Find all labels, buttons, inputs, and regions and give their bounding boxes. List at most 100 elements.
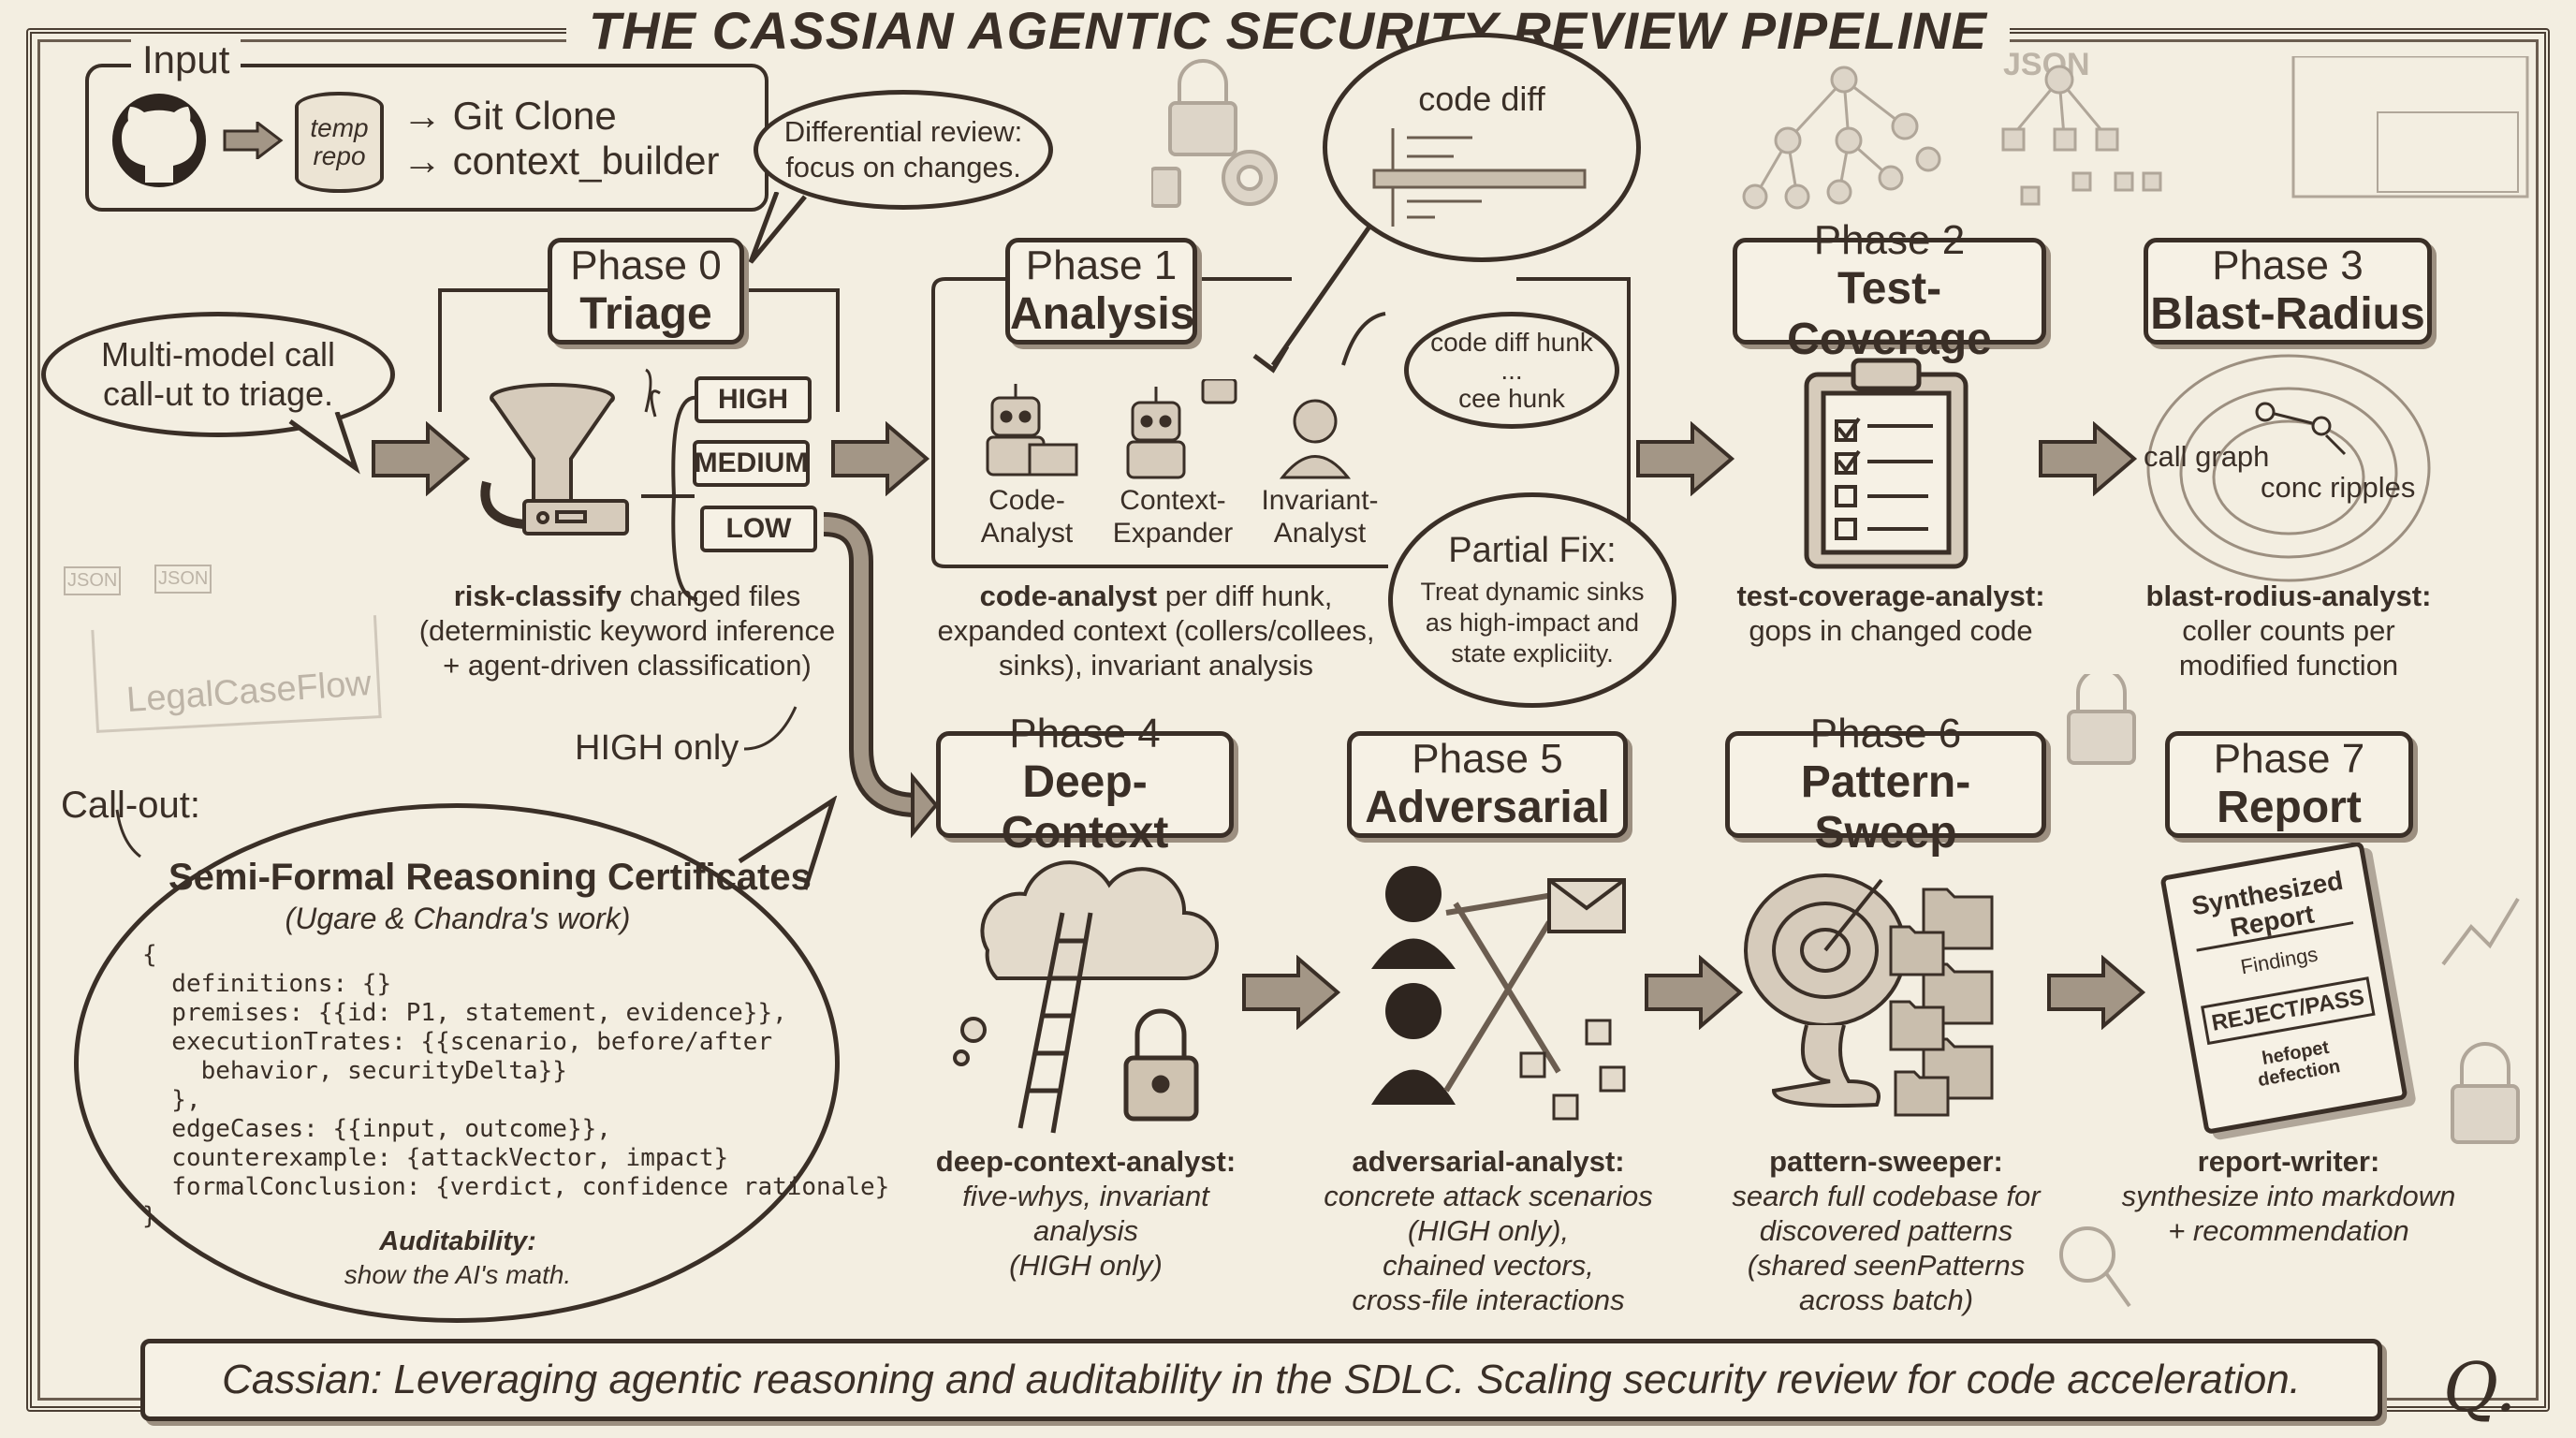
phase-5-caption: adversarial-analyst:concrete attack scen… [1292, 1144, 1685, 1317]
phase-number: Phase 0 [570, 242, 722, 288]
flow-arrow-icon [2047, 955, 2146, 1030]
agent-name: code-analyst [979, 580, 1158, 612]
decor-lock-gear-icon [1151, 59, 1278, 208]
phase-1-caption: code-analyst per diff hunk,expanded cont… [922, 579, 1390, 682]
phase-number: Phase 1 [1025, 242, 1178, 288]
bubble-tail [749, 192, 807, 264]
caption-text: per diff hunk, [1157, 580, 1333, 612]
phase-name: Deep-Context [1001, 757, 1169, 858]
caption-line: concrete attack scenarios [1324, 1180, 1653, 1212]
caption-line: adversarial-analyst: [1292, 1144, 1685, 1179]
input-label: Input [131, 37, 242, 82]
caption-line: + recommendation [2168, 1214, 2409, 1247]
flow-arrow-icon [1636, 421, 1735, 496]
phase-name: Pattern-Sweep [1800, 757, 1971, 858]
phase-number: Phase 7 [2213, 736, 2365, 782]
flow-arrow-icon [831, 421, 930, 496]
cloud-ladder-lock-icon [953, 860, 1219, 1134]
flow-arrow-icon [1645, 955, 1744, 1030]
agent-name: test-coverage-analyst: [1736, 580, 2045, 612]
footer-banner: Cassian: Leveraging agentic reasoning an… [140, 1339, 2382, 1421]
bubble-tail [288, 412, 360, 475]
triage-level-medium: MEDIUM [693, 440, 810, 487]
caption-line: expanded context (collers/collees, [937, 614, 1375, 647]
phase-7-caption: report-writer:synthesize into markdown+ … [2078, 1144, 2499, 1248]
code-line: } [142, 1202, 157, 1230]
phase-number: Phase 3 [2212, 242, 2364, 288]
caption-line: pattern-sweeper: [1694, 1144, 2078, 1179]
step-git-clone: → Git Clone [402, 94, 617, 138]
agent-label-line: Analyst [980, 518, 1074, 549]
partial-fix-bubble: Partial Fix: Treat dynamic sinks as high… [1388, 492, 1676, 708]
flow-arrow-icon [372, 421, 471, 496]
caption-line: + agent-driven classification) [443, 649, 812, 682]
agent-icons [986, 379, 1352, 479]
phase-name: Triage [579, 289, 712, 339]
code-line: premises: {{id: P1, statement, evidence}… [142, 999, 787, 1027]
caption-line: across batch) [1798, 1284, 1974, 1316]
caption-line: deep-context-analyst: [899, 1144, 1273, 1179]
flow-arrow-icon [1242, 955, 1341, 1030]
code-line: formalConclusion: {verdict, confidence r… [142, 1173, 890, 1201]
code-diff-lines-icon [1372, 128, 1587, 227]
agent-label-line: Invariant- [1261, 485, 1379, 516]
logo: Q. [2443, 1348, 2517, 1427]
agent-label: Code-Analyst [943, 484, 1111, 550]
bubble-tail [738, 796, 838, 890]
phase-name: Analysis [1010, 289, 1195, 339]
caption-line: blast-rodius-analyst: [2144, 579, 2434, 613]
decor-json-label: JSON [154, 565, 212, 594]
phase-number: Phase 5 [1412, 736, 1563, 782]
github-icon[interactable] [108, 89, 211, 192]
caption-line: sinks), invariant analysis [999, 649, 1313, 682]
caption-line: discovered patterns [1759, 1214, 2013, 1247]
flow-arrow-icon [2039, 421, 2138, 496]
agent-label: Context-Expander [1089, 484, 1257, 550]
caption-line: chained vectors, [1383, 1249, 1594, 1282]
code-diff-hunk-bubble: code diff hunk...cee hunk [1404, 312, 1619, 429]
phase-2-caption: test-coverage-analyst:gops in changed co… [1722, 579, 2059, 648]
auditability-text: show the AI's math. [344, 1260, 572, 1289]
conc-ripples-label: conc ripples [2261, 471, 2416, 504]
code-line: { [142, 941, 157, 969]
input-steps: → Git Clone → context_builder [402, 94, 720, 183]
caption-line: synthesize into markdown [2121, 1180, 2456, 1212]
clipboard-checklist-icon [1804, 358, 1969, 569]
caption-line: cross-file interactions [1352, 1284, 1625, 1316]
differential-review-bubble: Differential review:focus on changes. [754, 90, 1053, 210]
caption-line: test-coverage-analyst: [1722, 579, 2059, 613]
certificate-code: { definitions: {} premises: {{id: P1, st… [142, 941, 889, 1231]
phase-4-caption: deep-context-analyst:five-whys, invarian… [899, 1144, 1273, 1283]
phase-number: Phase 4 [1009, 711, 1161, 756]
caption-line: risk-classify changed files [402, 579, 852, 613]
caption-line: report-writer: [2078, 1144, 2499, 1179]
caption-line: code-analyst per diff hunk, [922, 579, 1390, 613]
caption-line: analysis [1033, 1214, 1138, 1247]
agent-label-line: Code- [988, 485, 1065, 516]
caption-line: (HIGH only) [1009, 1249, 1163, 1282]
triage-level-high: HIGH [695, 376, 812, 423]
radar-folders-icon [1744, 873, 1994, 1117]
caption-line: search full codebase for [1732, 1180, 2041, 1212]
agent-name: deep-context-analyst: [935, 1145, 1237, 1178]
caption-line: gops in changed code [1749, 614, 2033, 647]
caption-line: modified function [2178, 649, 2399, 682]
agent-label: Invariant-Analyst [1236, 484, 1404, 550]
phase-6-caption: pattern-sweeper:search full codebase for… [1694, 1144, 2078, 1317]
code-diff-bubble: code diff [1323, 33, 1641, 262]
phase-0-caption: risk-classify changed files(deterministi… [402, 579, 852, 682]
attackers-chain-icon [1371, 866, 1626, 1121]
certificate-bubble [74, 803, 840, 1323]
caption-text: changed files [621, 580, 801, 612]
code-line: }, [142, 1086, 201, 1114]
triage-level-low: LOW [700, 506, 817, 552]
